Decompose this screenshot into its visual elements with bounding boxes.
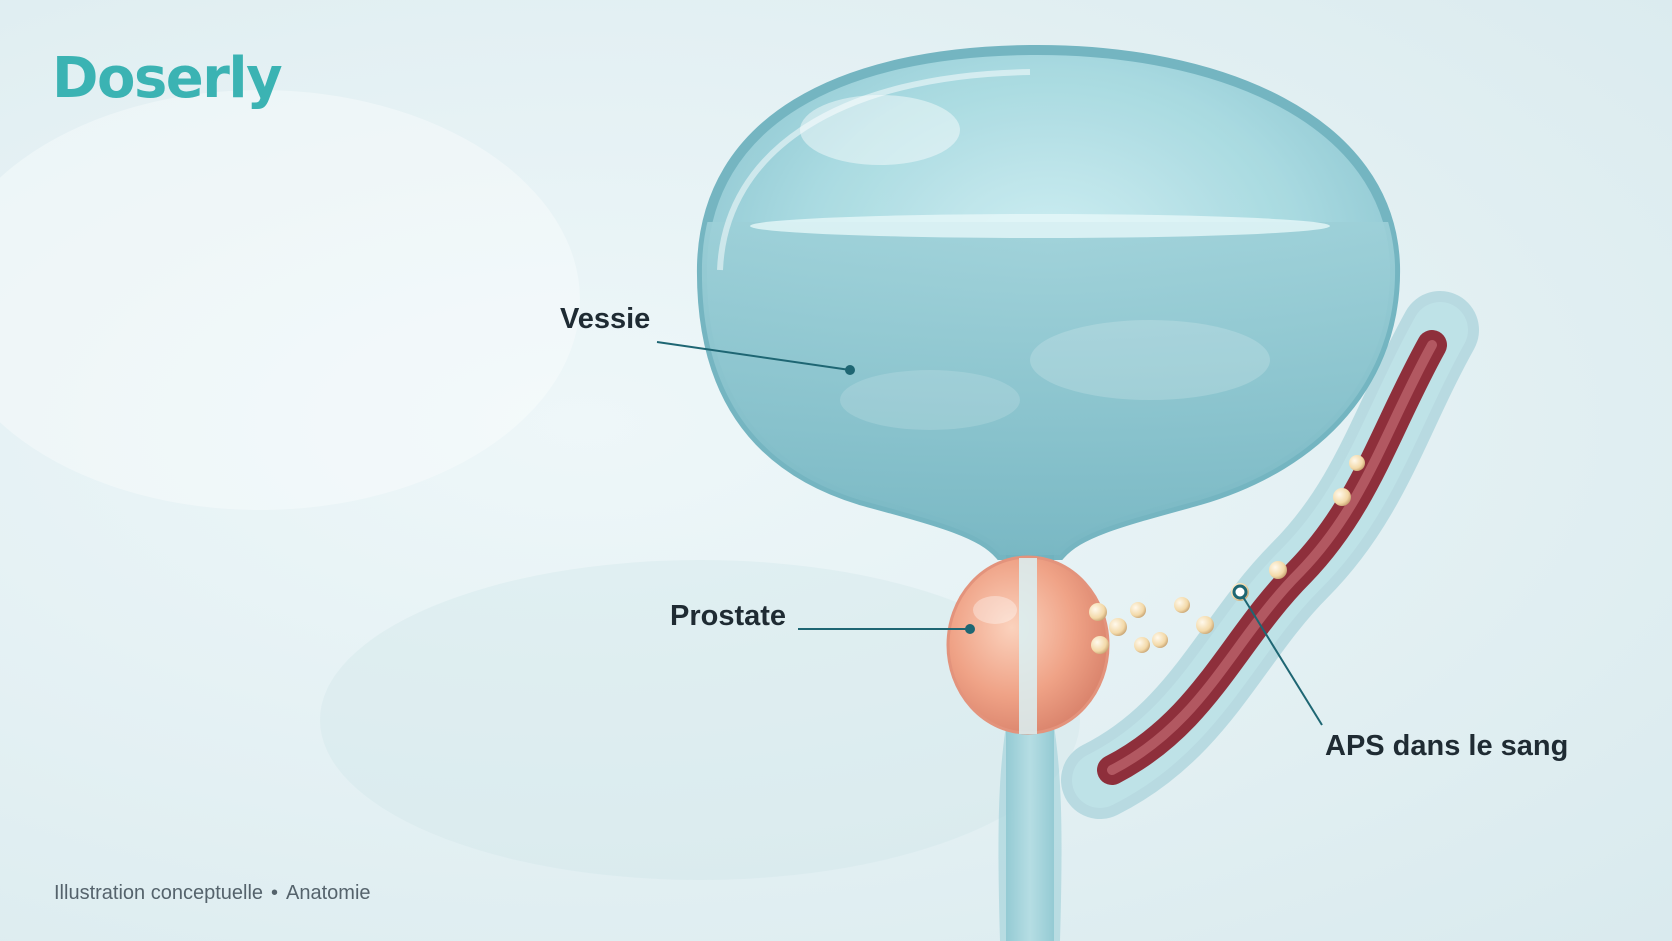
brand-logo: Doserly <box>52 46 283 111</box>
blood-vessel <box>1061 291 1479 819</box>
prostate <box>946 555 1110 735</box>
bladder <box>696 44 1401 560</box>
footer-caption: Illustration conceptuelle • Anatomie <box>54 882 371 905</box>
caption-separator: • <box>271 882 279 904</box>
bladder-label: Vessie <box>560 303 651 335</box>
prostate-label: Prostate <box>670 600 787 632</box>
caption-category: Anatomie <box>286 882 371 904</box>
psa-label: APS dans le sang <box>1325 730 1569 762</box>
background-shapes <box>0 90 1080 880</box>
leader-lines <box>656 341 1323 726</box>
caption-text: Illustration conceptuelle <box>54 882 264 904</box>
